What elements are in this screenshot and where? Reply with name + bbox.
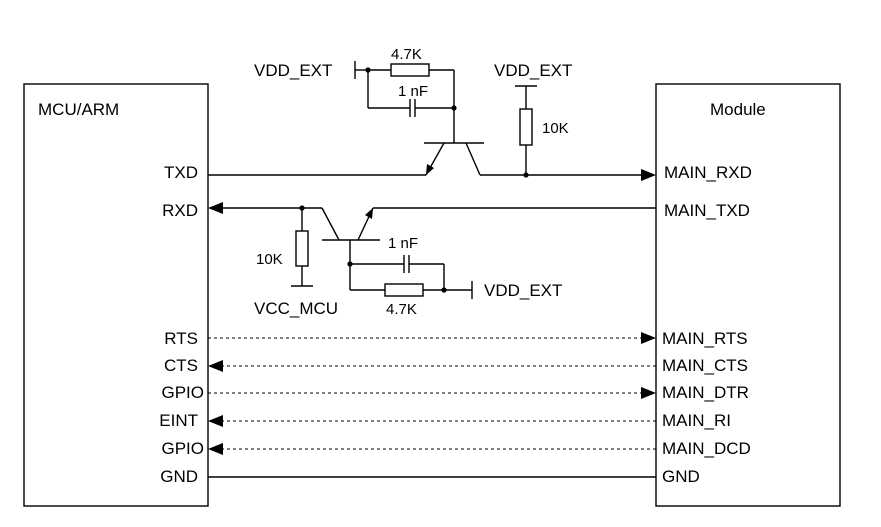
- module-block: [655, 83, 841, 507]
- pin-main-dcd: MAIN_DCD: [662, 439, 751, 458]
- rxd-level-shifter: 10K VCC_MCU 1 nF 4.7K VDD_EXT: [208, 202, 656, 318]
- vcc-mcu-label: VCC_MCU: [254, 299, 338, 318]
- top-vdd-left-label: VDD_EXT: [254, 61, 332, 80]
- pin-txd: TXD: [164, 163, 198, 182]
- pin-main-dtr: MAIN_DTR: [662, 383, 749, 402]
- pin-main-rxd: MAIN_RXD: [664, 163, 752, 182]
- top-resistor-value: 4.7K: [391, 46, 422, 63]
- top-capacitor-value: 1 nF: [398, 83, 428, 100]
- pin-rts: RTS: [164, 329, 198, 348]
- main-rxd-arrow: [641, 169, 656, 181]
- bot-pullup-resistor: [295, 230, 309, 267]
- top-resistor: [390, 63, 430, 77]
- pin-gnd: GND: [160, 467, 198, 486]
- top-pullup-value: 10K: [542, 120, 569, 137]
- bot-pullup-value: 10K: [256, 251, 283, 268]
- txd-level-shifter: VDD_EXT 4.7K 1 nF VDD_EXT: [208, 46, 656, 181]
- top-vdd-right-label: VDD_EXT: [494, 61, 572, 80]
- handshake-lines: [208, 332, 656, 478]
- top-pullup-resistor: [519, 108, 533, 146]
- module-title: Module: [710, 100, 766, 119]
- pin-main-ri: MAIN_RI: [662, 411, 731, 430]
- pin-main-txd: MAIN_TXD: [664, 201, 750, 220]
- pin-main-rts: MAIN_RTS: [662, 329, 748, 348]
- pin-module-gnd: GND: [662, 467, 700, 486]
- rxd-arrow: [208, 202, 223, 214]
- mcu-block: [23, 83, 209, 507]
- bot-resistor: [384, 283, 424, 297]
- pin-rxd: RXD: [162, 201, 198, 220]
- pin-eint: EINT: [159, 411, 198, 430]
- pin-cts: CTS: [164, 356, 198, 375]
- bot-vdd-label: VDD_EXT: [484, 281, 562, 300]
- bot-capacitor-value: 1 nF: [388, 235, 418, 252]
- pin-gpio-1: GPIO: [161, 383, 204, 402]
- pin-main-cts: MAIN_CTS: [662, 356, 748, 375]
- bot-resistor-value: 4.7K: [386, 301, 417, 318]
- pin-gpio-2: GPIO: [161, 439, 204, 458]
- mcu-title: MCU/ARM: [38, 100, 119, 119]
